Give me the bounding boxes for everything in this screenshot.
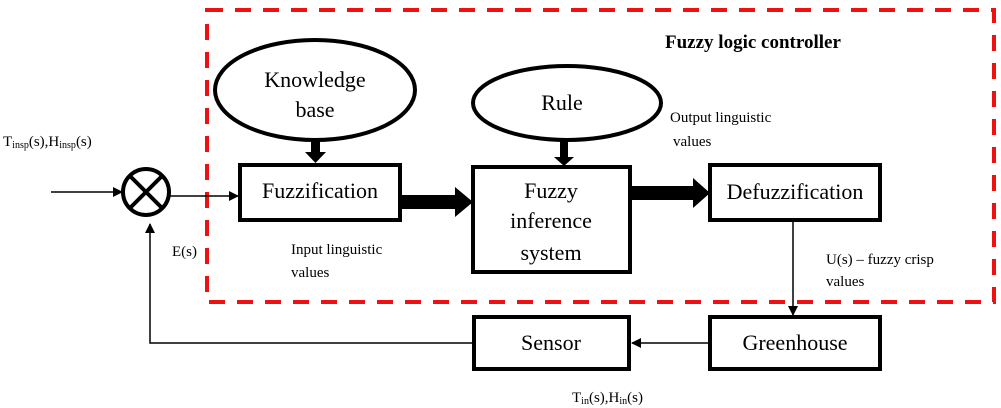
error-signal-label: E(s): [172, 244, 197, 260]
knowledge-base-node: Knowledge base: [213, 38, 417, 142]
controller-boundary: [205, 8, 996, 304]
inference-to-defuzzification-arrow: [630, 178, 710, 208]
output-linguistic-label-line2: values: [673, 134, 711, 150]
measured-output-label: Tin(s),Hin(s): [572, 390, 643, 407]
input-linguistic-label-line1: Input linguistic: [291, 242, 383, 258]
input-linguistic-label-line2: values: [291, 265, 329, 281]
rule-label: Rule: [541, 90, 583, 115]
rule-to-inference-connector: [554, 140, 574, 166]
defuzzification-label: Defuzzification: [727, 179, 864, 204]
kb-to-fuzzification-connector: [305, 140, 326, 163]
output-linguistic-label-line1: Output linguistic: [670, 110, 772, 126]
knowledge-base-label-line2: base: [295, 97, 334, 122]
fuzzification-block: Fuzzification: [238, 163, 402, 222]
defuzzification-block: Defuzzification: [708, 163, 882, 222]
fuzzy-inference-block: Fuzzy inference system: [471, 165, 632, 274]
control-signal-label-line1: U(s) – fuzzy crisp: [826, 252, 934, 268]
feedback-path: [145, 223, 474, 344]
greenhouse-block: Greenhouse: [708, 315, 882, 371]
fuzzification-to-inference-arrow: [400, 187, 473, 217]
fuzzification-label: Fuzzification: [262, 178, 378, 203]
sensor-block: Sensor: [472, 315, 631, 371]
knowledge-base-label-line1: Knowledge: [264, 67, 365, 92]
sensor-label: Sensor: [521, 330, 582, 355]
inference-label-line2: inference: [510, 208, 592, 233]
control-signal-label-line2: values: [826, 274, 864, 290]
inference-label-line1: Fuzzy: [524, 178, 578, 203]
controller-title: Fuzzy logic controller: [665, 32, 841, 53]
rule-node: Rule: [471, 64, 663, 142]
inference-label-line3: system: [520, 240, 581, 265]
greenhouse-label: Greenhouse: [742, 330, 847, 355]
summing-junction: [121, 167, 171, 217]
setpoint-label: Tinsp(s),Hinsp(s): [3, 134, 92, 151]
